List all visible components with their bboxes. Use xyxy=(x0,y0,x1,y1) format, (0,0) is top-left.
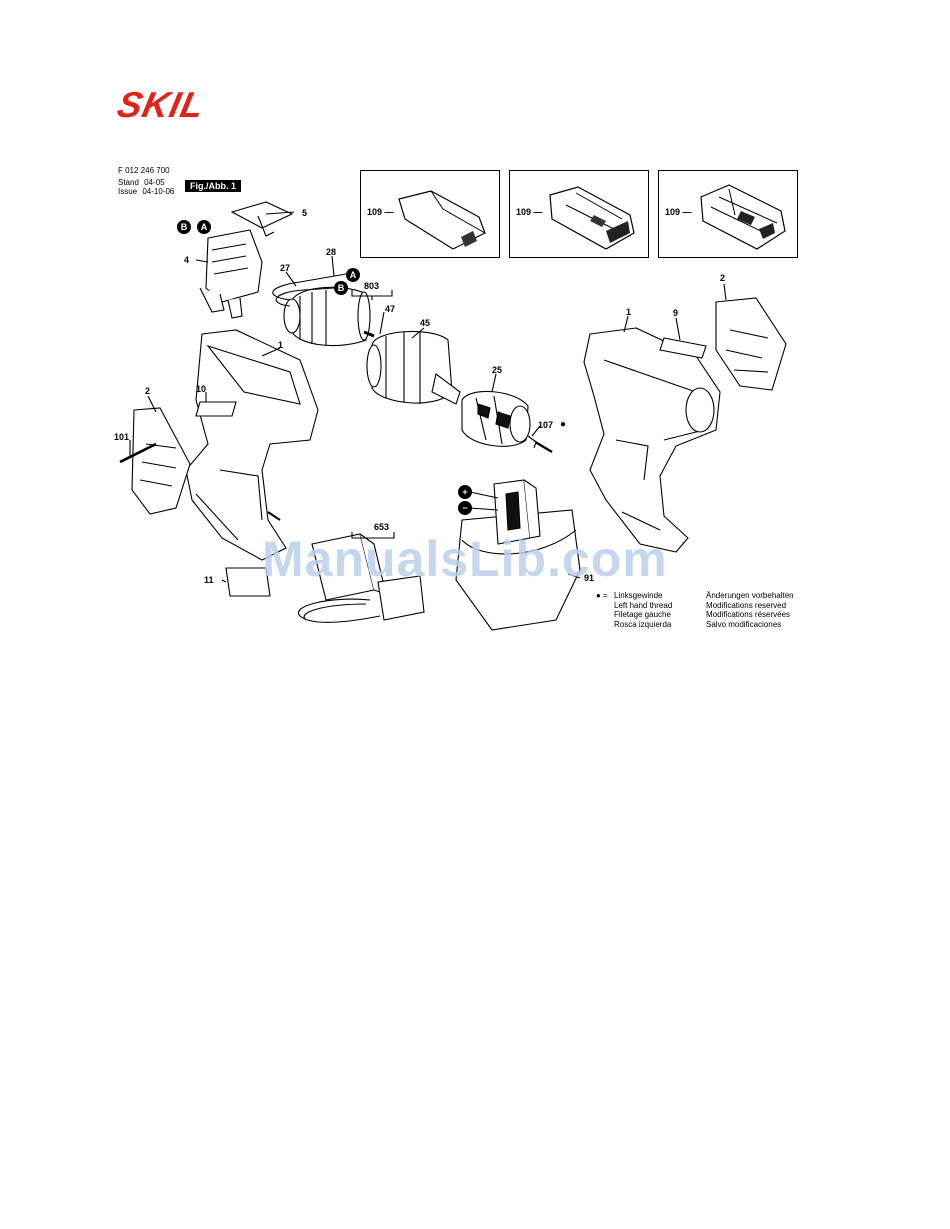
legend-line: Salvo modificaciones xyxy=(706,619,782,629)
callout-27: 27 xyxy=(280,263,291,273)
callout-25: 25 xyxy=(492,365,503,375)
legend-line: Änderungen vorbehalten xyxy=(706,591,794,600)
stand-value: 04-05 xyxy=(144,178,165,187)
legend-line: Left hand thread xyxy=(614,600,673,610)
inset-109-c: 109 — xyxy=(658,170,798,258)
plus-terminal: + xyxy=(458,485,472,499)
callout-47: 47 xyxy=(385,304,396,314)
callout-101: 101 xyxy=(114,432,130,442)
issue-value: 04-10-06 xyxy=(142,187,175,196)
legend-line: Rosca izquierda xyxy=(614,619,672,629)
callout-28: 28 xyxy=(326,247,337,257)
callout-9: 9 xyxy=(673,308,679,318)
exploded-view-drawing xyxy=(119,201,787,631)
callout-4: 4 xyxy=(184,255,190,265)
callout-91: 91 xyxy=(584,573,595,583)
legend-line: Modifications réservées xyxy=(706,610,791,619)
callout-653: 653 xyxy=(374,522,390,532)
marker-a-switch: A xyxy=(197,220,211,234)
battery-cover-drawing xyxy=(549,186,635,250)
stand-label: Stand xyxy=(118,178,139,187)
callout-107: 107 xyxy=(538,420,554,430)
callout-1-left: 1 xyxy=(278,340,284,350)
minus-terminal: − xyxy=(458,501,472,515)
legend-line: Linksgewinde xyxy=(614,591,663,600)
callout-1-right: 1 xyxy=(626,307,632,317)
part-number: F 012 246 700 xyxy=(118,166,170,175)
legend-line: Filetage gauche xyxy=(614,610,671,619)
inset-109-b-label: 109 — xyxy=(516,207,543,217)
callout-45: 45 xyxy=(420,318,431,328)
manualslib-watermark: ManualsLib.com xyxy=(262,531,668,587)
callout-803: 803 xyxy=(364,281,380,291)
battery-cover-drawing xyxy=(700,184,786,250)
marker-b-wire: B xyxy=(334,281,348,295)
stand-row: Stand 04-05 xyxy=(118,178,165,188)
marker-a-wire: A xyxy=(346,268,360,282)
issue-row: Issue 04-10-06 xyxy=(118,187,174,197)
callout-2-right: 2 xyxy=(720,273,726,283)
figure-badge: Fig./Abb. 1 xyxy=(185,180,241,192)
callout-11: 11 xyxy=(204,575,214,585)
legend-line: Modifications reserved xyxy=(706,600,787,610)
left-hand-thread-dot: ● xyxy=(560,419,567,430)
inset-109-a: 109 — xyxy=(360,170,500,258)
callout-2-left: 2 xyxy=(145,386,151,396)
marker-b-switch: B xyxy=(177,220,191,234)
callout-10: 10 xyxy=(196,384,207,394)
legend-thread-symbol: ● = xyxy=(596,591,608,600)
callout-5: 5 xyxy=(302,208,308,218)
inset-109-b: 109 — xyxy=(509,170,649,258)
legend-modifications: Änderungen vorbehalten Modifications res… xyxy=(706,591,794,629)
inset-109-a-label: 109 — xyxy=(367,207,394,217)
inset-109-c-label: 109 — xyxy=(665,207,692,217)
legend-left-hand-thread: Linksgewinde Left hand thread Filetage g… xyxy=(614,591,672,629)
battery-cover-drawing xyxy=(398,190,486,250)
issue-label: Issue xyxy=(118,187,138,196)
